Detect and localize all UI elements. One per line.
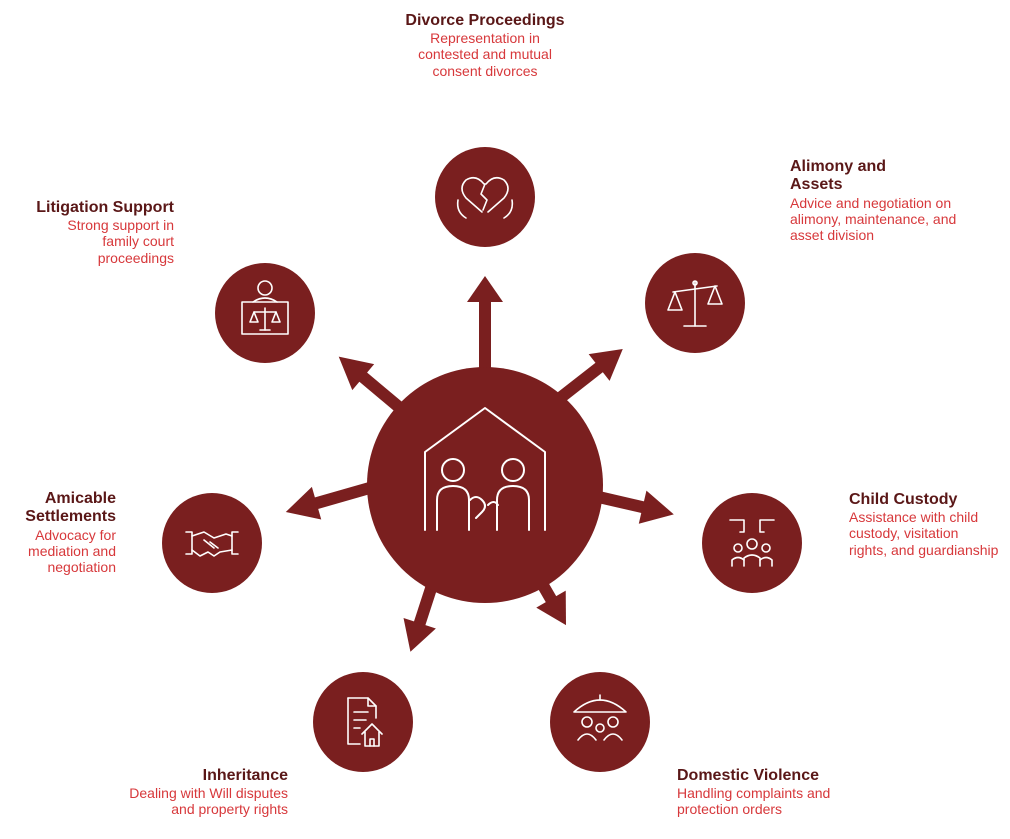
label-litigation: Litigation Support Strong support in fam… [10,199,174,266]
label-inheritance: Inheritance Dealing with Will disputes a… [120,767,288,818]
node-amicable [162,493,262,593]
service-description: Advice and negotiation on alimony, maint… [790,194,957,243]
service-title: Litigation Support [36,199,174,216]
node-domestic [550,672,650,772]
balance-scale-icon [667,280,723,327]
node-litigation [215,263,315,363]
family-house-icon [424,407,546,531]
custody-family-icon [729,519,775,567]
label-amicable: Amicable Settlements Advocacy for mediat… [10,490,116,575]
service-description: Dealing with Will disputes and property … [129,785,288,818]
service-description: Handling complaints and protection order… [677,785,831,818]
node-divorce [435,147,535,247]
arrows [285,276,674,652]
service-title: Domestic Violence [677,767,819,784]
arrow-amicable [285,479,382,520]
service-description: Assistance with child custody, visitatio… [849,509,999,558]
document-house-icon [347,697,383,747]
arrow-alimony [551,349,623,407]
node-inheritance [313,672,413,772]
service-description: Advocacy for mediation and negotiation [28,526,116,575]
service-title: Child Custody [849,491,958,508]
arrow-divorce [467,276,503,380]
service-description: Strong support in family court proceedin… [67,217,174,266]
judge-scale-icon [241,280,289,335]
service-title: Alimony and Assets [790,158,887,194]
service-title: Divorce Proceedings [405,12,565,29]
node-custody [702,493,802,593]
handshake-icon [185,531,239,557]
service-title: Inheritance [202,767,288,784]
label-custody: Child Custody Assistance with child cust… [849,491,999,558]
node-alimony [645,253,745,353]
service-title: Amicable Settlements [25,490,116,526]
label-alimony: Alimony and Assets Advice and negotiatio… [790,158,970,243]
umbrella-family-icon [573,694,627,741]
broken-heart-hands-icon [456,176,514,219]
center-node [367,367,603,603]
arrow-litigation [338,356,404,413]
service-description: Representation in contested and mutual c… [418,30,552,79]
label-divorce: Divorce Proceedings Representation in co… [385,12,585,79]
label-domestic: Domestic Violence Handling complaints an… [677,767,867,818]
arrow-custody [588,489,674,524]
